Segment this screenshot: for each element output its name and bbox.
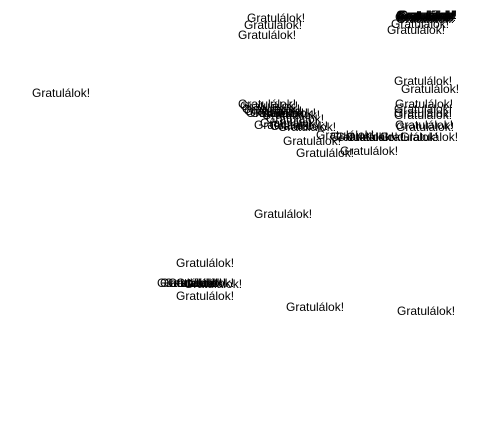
- congratulations-text: Gratulálok!: [336, 130, 395, 144]
- congratulations-text: Gratulálok!: [258, 106, 317, 120]
- congratulations-text: Gratulálok!: [242, 102, 301, 116]
- congratulations-text: Gratulálok!: [396, 120, 455, 134]
- congratulations-text: Gratulálok!: [398, 8, 457, 22]
- congratulations-text: Gratulálok!: [396, 12, 455, 26]
- congratulations-text: Gratulálok!: [401, 82, 460, 96]
- congratulations-text: Gratulálok!: [391, 17, 450, 31]
- congratulations-text: Gratulálok!: [394, 108, 453, 122]
- congratulations-text: Gratulálok!: [398, 10, 457, 24]
- congratulations-text: Gratulálok!: [395, 118, 454, 132]
- congratulations-text: Gratulálok!: [394, 74, 453, 88]
- congratulations-text: Gratulálok!: [238, 97, 297, 111]
- congratulations-text: Gratulálok!: [397, 8, 456, 22]
- congratulations-text: Gratulálok!: [176, 256, 235, 270]
- congratulations-text: Gratulálok!: [340, 144, 399, 158]
- congratulations-text: Gratulálok!: [244, 104, 303, 118]
- congratulations-text: Gratulálok!: [278, 120, 337, 134]
- congratulations-text: Gratulálok!: [184, 277, 243, 291]
- congratulations-text: Gratulálok!: [176, 276, 235, 290]
- congratulations-text: Gratulálok!: [380, 130, 439, 144]
- congratulations-text: Gratulálok!: [254, 207, 313, 221]
- congratulations-text: Gratulálok!: [395, 10, 454, 24]
- congratulations-text: Gratulálok!: [330, 130, 389, 144]
- congratulations-text: Gratulálok!: [346, 130, 405, 144]
- congratulations-text: Gratulálok!: [262, 108, 321, 122]
- congratulations-text: Gratulálok!: [160, 276, 219, 290]
- congratulations-text: Gratulálok!: [164, 276, 223, 290]
- congratulations-text: Gratulálok!: [32, 86, 91, 100]
- congratulations-text: Gratulálok!: [283, 134, 342, 148]
- congratulations-text: Gratulálok!: [176, 289, 235, 303]
- congratulations-text: Gratulálok!: [394, 106, 453, 120]
- congratulations-text: Gratulálok!: [250, 106, 309, 120]
- congratulations-text: Gratulálok!: [316, 128, 375, 142]
- congratulations-text: Gratulálok!: [397, 11, 456, 25]
- congratulations-text: Gratulálok!: [244, 18, 303, 32]
- congratulations-text: Gratulálok!: [286, 300, 345, 314]
- congratulations-text: Gratulálok!: [254, 118, 313, 132]
- congratulations-text: Gratulálok!: [387, 23, 446, 37]
- congratulations-text: Gratulálok!: [270, 119, 329, 133]
- congratulations-text: Gratulálok!: [394, 102, 453, 116]
- congratulations-text: Gratulálok!: [395, 97, 454, 111]
- congratulations-text: Gratulálok!: [247, 11, 306, 25]
- congratulations-text: Gratulálok!: [240, 99, 299, 113]
- congratulations-text: Gratulálok!: [266, 112, 325, 126]
- congratulations-text: Gratulálok!: [238, 28, 297, 42]
- congratulations-text: Gratulálok!: [260, 116, 319, 130]
- congratulations-text: Gratulálok!: [397, 304, 456, 318]
- congratulations-text: Gratulálok!: [157, 276, 216, 290]
- congratulations-text: Gratulálok!: [399, 8, 458, 22]
- congratulations-text: Gratulálok!: [296, 146, 355, 160]
- congratulations-text: Gratulálok!: [168, 276, 227, 290]
- congratulations-text: Gratulálok!: [396, 8, 455, 22]
- congratulations-text: Gratulálok!: [400, 130, 459, 144]
- congratulations-text: Gratulálok!: [246, 106, 305, 120]
- congratulations-text: Gratulálok!: [396, 9, 455, 23]
